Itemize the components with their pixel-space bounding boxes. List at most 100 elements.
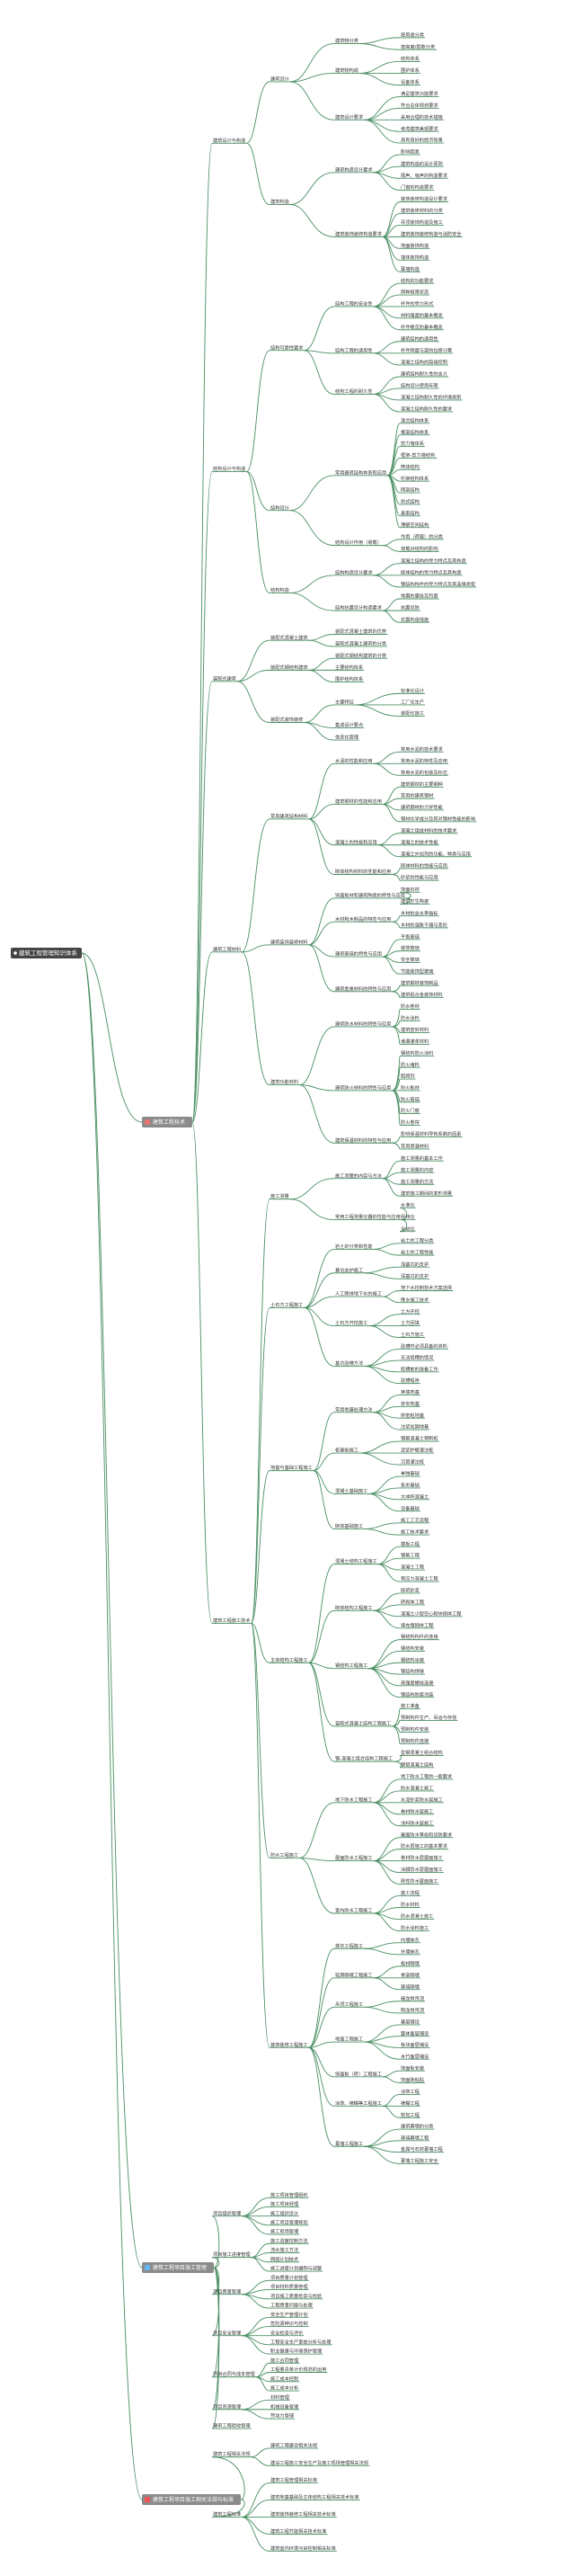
leaf-node[interactable]: 流水施工方法 — [270, 2246, 298, 2253]
leaf-node[interactable]: 施工进度控制方法 — [270, 2237, 308, 2244]
leaf-node[interactable]: 装配式混凝土建筑的分类 — [335, 640, 386, 647]
leaf-node[interactable]: 建筑工程建设相关法规 — [270, 2442, 317, 2449]
topic-node-level-3[interactable]: 建筑防火材料的特性与应用 — [335, 1084, 391, 1092]
leaf-node[interactable]: 危险源辨识与控制 — [270, 2320, 308, 2327]
topic-node-level-3[interactable]: 结构构造设计要求 — [335, 568, 373, 575]
leaf-node[interactable]: 符合总体规划要求 — [401, 102, 438, 109]
leaf-node[interactable]: 两种极限状态 — [401, 289, 429, 296]
leaf-node[interactable]: 地下水控制技术方案选择 — [401, 1284, 453, 1291]
topic-node-level-3[interactable]: 地面工程施工 — [335, 2036, 363, 2043]
topic-node-level-2[interactable]: 建筑构造 — [270, 198, 290, 205]
topic-node-level-3[interactable]: 混凝土基础施工 — [335, 1487, 367, 1494]
topic-node-level-1[interactable]: 建筑工程施工技术 — [213, 1617, 251, 1624]
leaf-node[interactable]: 金属与石材幕墙工程 — [401, 2145, 443, 2153]
leaf-node[interactable]: 建筑结构的适用性 — [401, 334, 438, 342]
leaf-node[interactable]: 泥浆护壁灌注桩 — [401, 1447, 433, 1454]
leaf-node[interactable]: 暗龙骨吊顶 — [401, 1994, 424, 2001]
topic-node-level-1[interactable]: 项目组织管理 — [213, 2209, 242, 2216]
topic-node-level-1[interactable]: 结构设计与构造 — [213, 465, 246, 472]
topic-node-level-3[interactable]: 结构工程的安全性 — [335, 300, 373, 308]
leaf-node[interactable]: 玻璃幕墙工程 — [401, 2134, 429, 2141]
topic-node-level-3[interactable]: 建筑玻璃的特性与应用 — [335, 950, 382, 958]
leaf-node[interactable]: 岩土的工程分类 — [401, 1236, 433, 1243]
leaf-node[interactable]: 地震的震级及烈度 — [401, 593, 438, 600]
leaf-node[interactable]: 防水材料 — [401, 1901, 420, 1908]
leaf-node[interactable]: 防水混凝土施工 — [401, 1784, 433, 1791]
leaf-node[interactable]: 影响因素 — [401, 148, 420, 156]
leaf-node[interactable]: 项目质量计划管理 — [270, 2274, 308, 2281]
topic-node-level-3[interactable]: 常用工程测量仪器的性能与应用 — [335, 1213, 401, 1220]
leaf-node[interactable]: 影响保温材料导热系数的因素 — [401, 1130, 461, 1137]
leaf-node[interactable]: 施工测量的基本工作 — [401, 1154, 443, 1162]
topic-node-level-3[interactable]: 砌体基础施工 — [335, 1522, 363, 1529]
leaf-node[interactable]: 剪力墙体系 — [401, 440, 424, 447]
leaf-node[interactable]: 建筑结构耐久性的含义 — [401, 370, 447, 378]
leaf-node[interactable]: 装饰装修构造设计要求 — [401, 195, 448, 202]
leaf-node[interactable]: 防火卷帘 — [401, 1119, 420, 1126]
leaf-node[interactable]: 施工流程 — [401, 1889, 420, 1896]
leaf-node[interactable]: 框架结构体系 — [401, 428, 429, 435]
topic-node-level-2[interactable]: 施工测量 — [270, 1192, 289, 1199]
leaf-node[interactable]: 裱糊工程 — [401, 2099, 420, 2107]
leaf-node[interactable]: 土石方施工 — [401, 1331, 424, 1338]
leaf-node[interactable]: 主要结构体系 — [335, 664, 363, 671]
leaf-node[interactable]: 防水涂料 — [401, 1014, 420, 1021]
leaf-node[interactable]: 砖砌体工程 — [401, 1598, 424, 1605]
leaf-node[interactable]: 防水涂料施工 — [401, 1924, 429, 1931]
leaf-node[interactable]: 建筑施工期间的变形测量 — [401, 1190, 452, 1197]
leaf-node[interactable]: 围护体系 — [401, 67, 420, 74]
topic-node-level-1[interactable]: 项目质量管理 — [213, 2287, 242, 2295]
leaf-node[interactable]: 注浆加固地基 — [401, 1423, 429, 1431]
leaf-node[interactable]: 信息化管理 — [335, 734, 359, 741]
leaf-node[interactable]: 材料管理 — [270, 2393, 290, 2401]
topic-node-level-3[interactable]: 主要特征 — [335, 699, 354, 706]
leaf-node[interactable]: 混凝土结构的裂缝控制 — [401, 359, 447, 366]
leaf-node[interactable]: 施工成本控制 — [270, 2375, 298, 2382]
leaf-node[interactable]: 节能装饰型玻璃 — [401, 967, 433, 975]
topic-node-level-3[interactable]: 建筑防水材料的特性与应用 — [335, 1021, 391, 1028]
leaf-node[interactable]: 建筑钢材的力学性能 — [401, 804, 443, 811]
leaf-node[interactable]: 土方开挖 — [401, 1307, 420, 1315]
leaf-node[interactable]: 幕墙工程施工安全 — [401, 2157, 438, 2164]
leaf-node[interactable]: 外墙抹灰 — [401, 1948, 420, 1955]
leaf-node[interactable]: 预应力混凝土工程 — [401, 1575, 438, 1582]
topic-node-level-3[interactable]: 装配式混凝土结构工程施工 — [335, 1720, 391, 1727]
leaf-node[interactable]: 饰面板安装 — [401, 2064, 424, 2072]
category-node[interactable] — [142, 2262, 214, 2273]
leaf-node[interactable]: 砌体材料的性能与应用 — [401, 861, 447, 869]
leaf-node[interactable]: 建筑钢材的主要钢种 — [401, 780, 443, 788]
leaf-node[interactable]: 具有良好的经济效果 — [401, 137, 443, 144]
leaf-node[interactable]: 工程量清单计价规范的运用 — [270, 2366, 326, 2373]
topic-node-level-3[interactable]: 施工测量的内容与方法 — [335, 1172, 382, 1179]
topic-node-level-3[interactable]: 结构设计作用（荷载） — [335, 539, 382, 546]
leaf-node[interactable]: 钢结构构件的受力特点及其连接类型 — [401, 581, 475, 588]
leaf-node[interactable]: 挤密桩地基 — [401, 1412, 425, 1419]
leaf-node[interactable]: 砌筑砂浆 — [401, 1587, 420, 1594]
leaf-node[interactable]: 钢结构涂装 — [401, 1656, 424, 1663]
topic-node-level-2[interactable]: 地基与基础工程施工 — [270, 1464, 313, 1471]
topic-node-level-1[interactable]: 项目合同与成本管理 — [213, 2370, 256, 2377]
leaf-node[interactable]: 土方回填 — [401, 1319, 420, 1326]
topic-node-level-3[interactable]: 常用建筑结构体系和应用 — [335, 468, 386, 476]
topic-node-level-1[interactable]: 建筑工程标准 — [213, 2510, 241, 2518]
leaf-node[interactable]: 设备基础 — [401, 1504, 420, 1511]
leaf-node[interactable]: 装配式钢结构建筑的分类 — [335, 652, 386, 659]
topic-node-level-3[interactable]: 基坑支护施工 — [335, 1266, 363, 1273]
leaf-node[interactable]: 建筑室内环境污染控制相关标准 — [270, 2545, 336, 2552]
leaf-node[interactable]: 常用的建筑钢材 — [401, 792, 433, 799]
leaf-node[interactable]: 门窗的构造要求 — [401, 183, 434, 191]
leaf-node[interactable]: 防火堵料 — [401, 1061, 420, 1068]
topic-node-level-3[interactable]: 吊顶工程施工 — [335, 2001, 363, 2008]
leaf-node[interactable]: 薄壁空间结构 — [401, 521, 429, 528]
leaf-node[interactable]: 预制构件安装 — [401, 1725, 429, 1733]
leaf-node[interactable]: 工程质量问题与处理 — [270, 2302, 314, 2309]
leaf-node[interactable]: 拱式结构 — [401, 498, 420, 505]
leaf-node[interactable]: 施工成本分析 — [270, 2384, 298, 2392]
leaf-node[interactable]: 板材隔墙 — [401, 1959, 420, 1966]
leaf-node[interactable]: 验槽时必须具备的资料 — [401, 1342, 447, 1350]
leaf-node[interactable]: 施工测量的内容 — [401, 1166, 433, 1173]
leaf-node[interactable]: 建筑钢材装饰制品 — [401, 979, 438, 986]
leaf-node[interactable]: 悬索结构 — [401, 509, 420, 516]
leaf-node[interactable]: 涂饰工程 — [401, 2088, 420, 2095]
leaf-node[interactable]: 安全玻璃 — [401, 956, 420, 963]
